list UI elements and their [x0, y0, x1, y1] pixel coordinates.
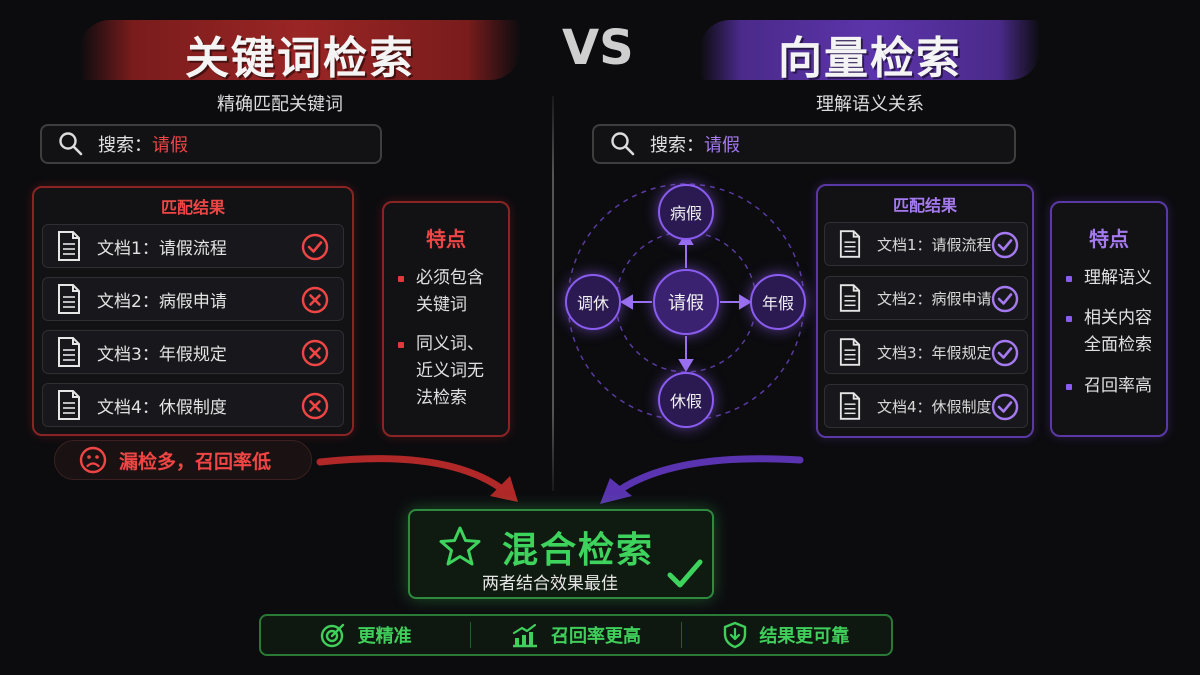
doc-prefix: 文档1：	[97, 238, 159, 259]
result-row[interactable]: 文档4：休假制度	[42, 383, 344, 427]
bullet-icon	[1066, 316, 1072, 322]
sad-face-icon	[79, 446, 107, 474]
doc-highlight: 病假	[158, 291, 193, 312]
cross-circle-icon	[301, 392, 329, 420]
doc-suffix: 流程	[192, 238, 227, 259]
document-icon	[58, 284, 80, 314]
bullet-icon	[1066, 384, 1072, 390]
doc-title: 文档4：休假制度	[877, 397, 992, 416]
target-icon	[320, 623, 344, 648]
benefit-separator	[680, 622, 682, 648]
graph-node-vacation: 休假	[658, 372, 714, 428]
doc-suffix: 申请	[192, 291, 227, 312]
doc-title: 文档3：年假规定	[877, 343, 992, 362]
result-row[interactable]: 文档2：病假申请	[42, 277, 344, 321]
left-title-brush	[80, 20, 520, 80]
doc-highlight: 休假	[158, 397, 193, 418]
doc-prefix: 文档2：	[97, 291, 159, 312]
results-heading: 匹配结果	[892, 196, 957, 215]
warning-text: 漏检多，召回率低	[119, 450, 272, 473]
result-row[interactable]: 文档2：病假申请	[824, 276, 1028, 320]
left-subtitle: 精确匹配关键词	[217, 94, 343, 115]
document-icon	[839, 284, 861, 312]
search-label: 搜索：	[98, 135, 152, 156]
result-row[interactable]: 文档3：年假规定	[42, 330, 344, 374]
doc-prefix: 文档3：	[97, 344, 159, 365]
trend-chart-icon	[512, 623, 537, 648]
graph-node-annual-leave: 年假	[750, 274, 806, 330]
red-arrow-icon	[316, 455, 518, 502]
star-icon	[439, 526, 481, 566]
bullet-icon	[398, 342, 404, 348]
vs-label: VS	[562, 20, 634, 76]
results-heading: 匹配结果	[160, 198, 225, 217]
right-search-box[interactable]: 搜索： 请假	[592, 124, 1016, 164]
right-title-brush	[700, 20, 1040, 80]
right-features-panel: 特点 理解语义 相关内容全面检索 召回率高	[1050, 201, 1168, 437]
search-icon	[59, 132, 83, 156]
check-circle-icon	[991, 231, 1019, 259]
purple-arrow-icon	[600, 455, 804, 504]
document-icon	[58, 337, 80, 367]
low-recall-warning: 漏检多，召回率低	[54, 440, 312, 480]
bullet-icon	[1066, 276, 1072, 282]
result-row[interactable]: 文档1：请假流程	[42, 224, 344, 268]
feature-item: 相关内容全面检索	[1066, 305, 1158, 359]
doc-highlight: 年假	[158, 344, 193, 365]
feature-item: 理解语义	[1066, 265, 1158, 292]
check-circle-icon	[991, 339, 1019, 367]
document-icon	[839, 392, 861, 420]
right-subtitle: 理解语义关系	[816, 94, 924, 115]
hybrid-search-panel: 混合检索 两者结合效果最佳	[408, 509, 714, 599]
left-features-panel: 特点 必须包含关键词 同义词、近义词无法检索	[382, 201, 510, 437]
check-circle-icon	[991, 393, 1019, 421]
graph-node-shift-off: 调休	[565, 274, 621, 330]
shield-icon	[724, 621, 747, 649]
center-divider	[552, 96, 554, 491]
result-row[interactable]: 文档4：休假制度	[824, 384, 1028, 428]
graph-node-leave: 请假	[653, 269, 719, 335]
feature-item: 同义词、近义词无法检索	[398, 331, 500, 412]
hybrid-subtitle: 两者结合效果最佳	[482, 574, 618, 594]
doc-suffix: 制度	[192, 397, 227, 418]
hybrid-title: 混合检索	[502, 530, 655, 571]
cross-circle-icon	[301, 339, 329, 367]
features-heading: 特点	[426, 227, 466, 251]
search-label: 搜索：	[650, 135, 704, 156]
benefit-recall: 召回率更高	[471, 622, 680, 648]
doc-title: 文档1：请假流程	[877, 235, 992, 254]
feature-item: 召回率高	[1066, 373, 1158, 400]
doc-highlight: 请假	[158, 238, 193, 259]
result-row[interactable]: 文档1：请假流程	[824, 222, 1028, 266]
checkmark-icon	[667, 559, 703, 588]
left-results-panel: 匹配结果 文档1：请假流程 文档2：病假申请	[32, 186, 354, 436]
graph-node-sick-leave: 病假	[658, 184, 714, 240]
search-icon	[611, 132, 635, 156]
bullet-icon	[398, 276, 404, 282]
benefits-bar: 更精准 召回率更高 结果更可靠	[259, 614, 893, 656]
left-title: 关键词检索	[185, 33, 415, 84]
features-heading: 特点	[1089, 227, 1129, 251]
right-results-panel: 匹配结果 文档1：请假流程 文档2：病假申请	[816, 184, 1034, 438]
left-search-box[interactable]: 搜索： 请假	[40, 124, 382, 164]
cross-circle-icon	[301, 286, 329, 314]
document-icon	[839, 230, 861, 258]
check-circle-icon	[301, 233, 329, 261]
result-row[interactable]: 文档3：年假规定	[824, 330, 1028, 374]
doc-prefix: 文档4：	[97, 397, 159, 418]
doc-title: 文档2：病假申请	[877, 289, 992, 308]
search-keyword: 请假	[704, 135, 740, 156]
benefit-reliability: 结果更可靠	[682, 621, 891, 649]
doc-suffix: 规定	[192, 344, 227, 365]
document-icon	[58, 231, 80, 261]
feature-item: 必须包含关键词	[398, 265, 500, 319]
search-keyword: 请假	[152, 135, 188, 156]
document-icon	[58, 390, 80, 420]
right-title: 向量检索	[778, 33, 962, 84]
document-icon	[839, 338, 861, 366]
benefit-separator	[470, 622, 472, 648]
benefit-precision: 更精准	[261, 622, 470, 648]
check-circle-icon	[991, 285, 1019, 313]
